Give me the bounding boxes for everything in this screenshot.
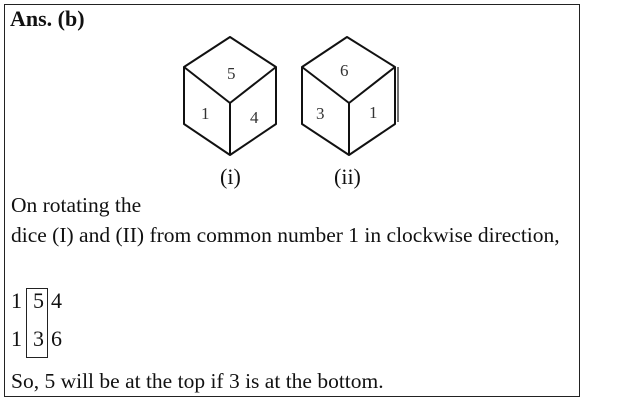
explanation-line-2: dice (I) and (II) from common number 1 i… — [11, 223, 560, 247]
dice-i-left-face: 1 — [201, 104, 210, 123]
dice-i-caption: (i) — [220, 164, 241, 189]
sequence-cell: 1 — [11, 326, 22, 351]
dice-i — [183, 36, 277, 156]
dice-i-top-face: 5 — [227, 64, 236, 83]
dice-i-right-face: 4 — [250, 108, 259, 127]
dice-ii-top-face: 6 — [340, 61, 349, 80]
dice-ii-caption: (ii) — [334, 164, 361, 189]
common-column-box — [26, 288, 48, 358]
sequence-cell: 5 — [33, 288, 44, 313]
answer-label: Ans. (b) — [10, 6, 85, 31]
dice-ii-right-face: 1 — [369, 103, 378, 122]
answer-frame — [4, 4, 580, 397]
conclusion-text: So, 5 will be at the top if 3 is at the … — [11, 369, 384, 393]
dice-figure: 5 1 4 (i) 6 3 1 (ii) — [183, 36, 399, 189]
dice-ii-left-face: 3 — [316, 104, 325, 123]
sequence-cell: 1 — [11, 288, 22, 313]
explanation-line-1: On rotating the — [11, 193, 142, 217]
dice-ii — [301, 36, 399, 156]
sequence-cell: 6 — [51, 326, 62, 351]
sequence-cell: 3 — [33, 326, 44, 351]
sequence-cell: 4 — [51, 288, 62, 313]
